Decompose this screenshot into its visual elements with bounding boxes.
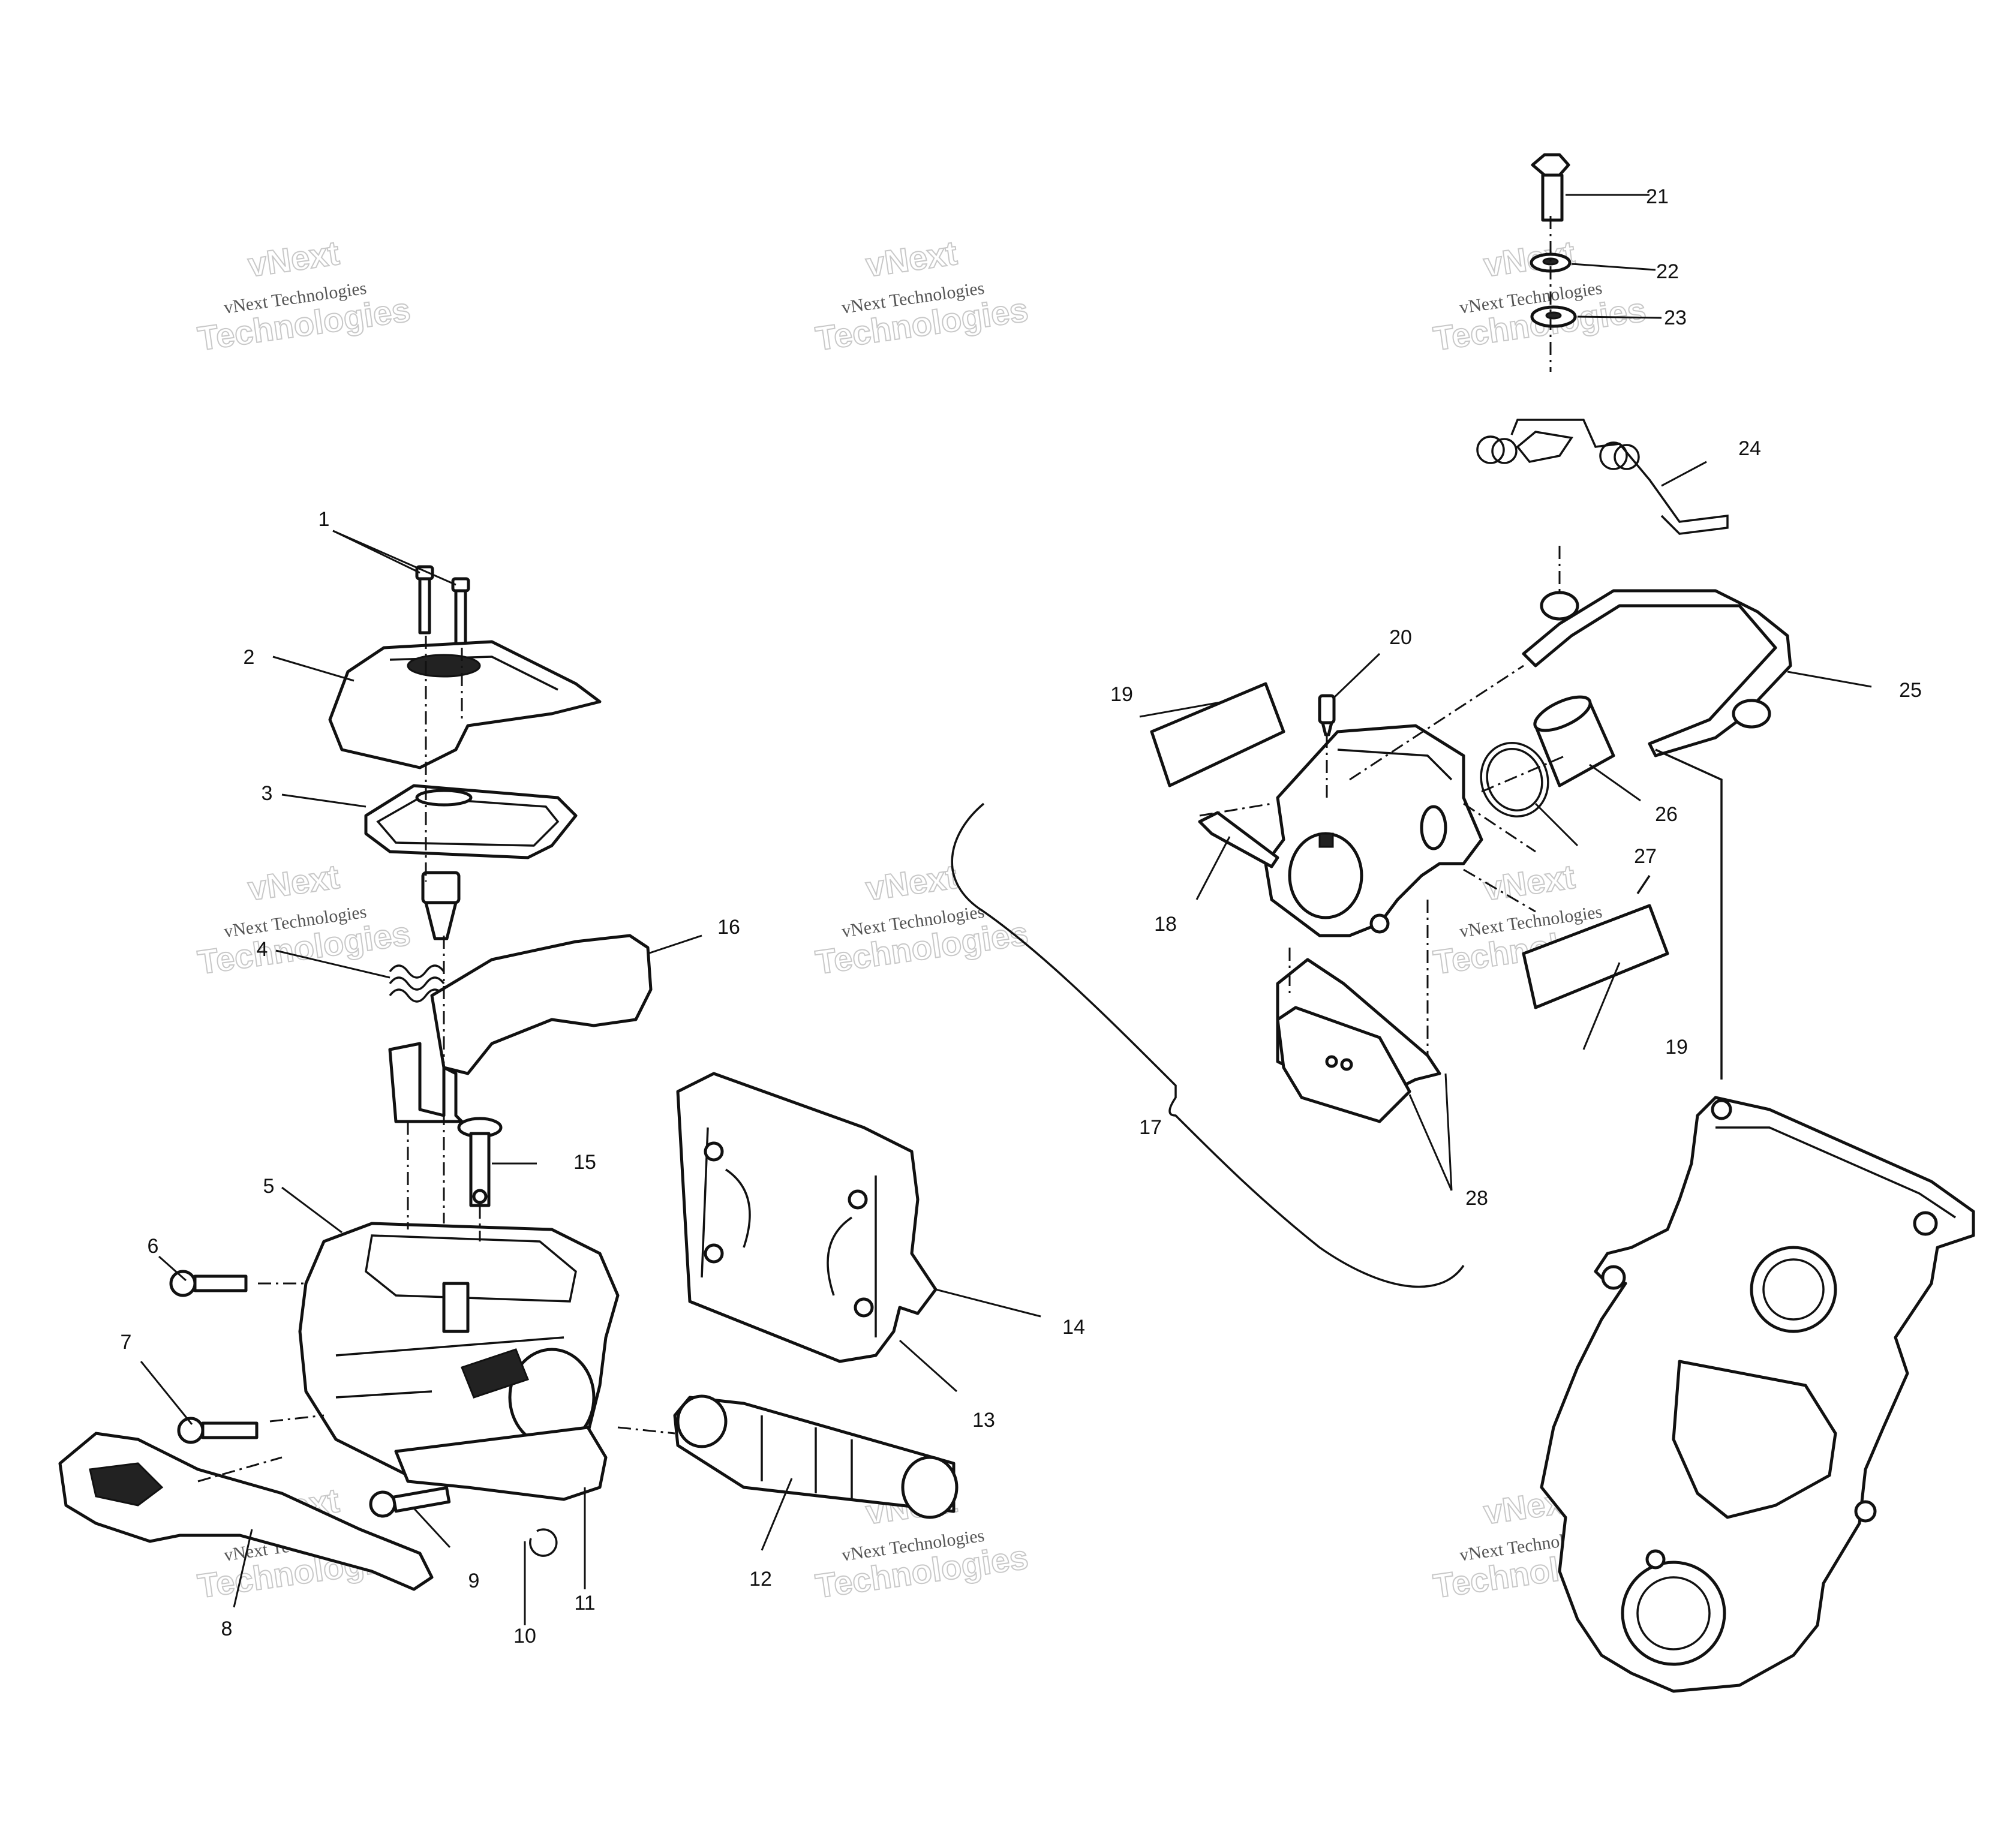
part-16-throttle-lever	[388, 934, 653, 1123]
watermark-big-1: vNext	[1482, 858, 1578, 908]
part-9-screw	[369, 1486, 451, 1518]
watermark-5: vNext Technologies vNext Technologies	[813, 857, 1031, 982]
part-11-lower-housing	[394, 1426, 608, 1501]
watermark-big-1: vNext	[246, 234, 342, 284]
part-24-spring-clip	[1476, 419, 1729, 535]
part-3-gasket	[364, 784, 578, 859]
part-2-cover	[328, 640, 602, 769]
part-10-circlip	[529, 1528, 558, 1557]
callout-8: 8	[221, 1617, 233, 1640]
callout-21: 21	[1646, 185, 1669, 208]
part-4-spring	[389, 964, 445, 1003]
part-23-washer	[1530, 305, 1577, 328]
plunger	[421, 871, 461, 940]
callout-9: 9	[468, 1570, 480, 1592]
callout-14: 14	[1062, 1316, 1085, 1339]
part-25-bracket	[1522, 589, 1792, 757]
callout-4: 4	[257, 938, 268, 961]
part-5-main-housing	[298, 1222, 620, 1483]
part-20-bleeder	[1318, 694, 1336, 736]
callout-labels: 1 2 3 4 5 6 7 8 9 10 11 12 13 14 15 16 1…	[121, 185, 1922, 1647]
watermark-3: vNext Technologies vNext Technologies	[1431, 233, 1649, 358]
part-19-shim-upper	[1150, 682, 1285, 787]
watermark-big-1: vNext	[864, 858, 960, 908]
callout-10: 10	[513, 1625, 536, 1647]
callout-13: 13	[972, 1409, 995, 1432]
callout-12: 12	[749, 1568, 772, 1591]
callout-3: 3	[262, 782, 273, 805]
callout-26: 26	[1655, 803, 1678, 826]
callout-19-lower: 19	[1665, 1036, 1688, 1059]
watermark-4: vNext Technologies vNext Technologies	[195, 857, 413, 982]
watermark-big-1: vNext	[246, 858, 342, 908]
callout-7: 7	[121, 1331, 132, 1354]
part-8-brake-lever	[58, 1432, 434, 1591]
gearcase-housing	[1540, 1096, 1975, 1693]
callout-16: 16	[717, 916, 740, 939]
callout-23: 23	[1664, 306, 1687, 329]
callout-22: 22	[1656, 260, 1679, 283]
part-26-piston	[1533, 695, 1615, 787]
callout-17: 17	[1139, 1116, 1162, 1139]
watermark-big-1: vNext	[864, 234, 960, 284]
bracket-to-housing-line	[1655, 748, 1723, 1080]
part-1-screws	[415, 565, 470, 647]
part-7-screw	[177, 1417, 259, 1444]
callout-5: 5	[263, 1175, 275, 1198]
callout-6: 6	[148, 1235, 159, 1258]
watermark-1: vNext Technologies vNext Technologies	[195, 233, 413, 358]
callout-20: 20	[1389, 626, 1412, 649]
callout-27: 27	[1634, 845, 1657, 868]
caliper-body	[1264, 724, 1483, 937]
part-12-grip-sleeve	[673, 1394, 959, 1519]
callout-11: 11	[574, 1592, 595, 1614]
part-15-pin	[457, 1117, 503, 1207]
callout-24: 24	[1738, 437, 1761, 460]
callout-2: 2	[244, 646, 255, 669]
part-19-shim-lower	[1522, 875, 1669, 1009]
part-21-bolt	[1531, 153, 1570, 222]
leader-lines	[140, 194, 1872, 1625]
callout-18: 18	[1154, 913, 1177, 936]
watermark-2: vNext Technologies vNext Technologies	[813, 233, 1031, 358]
part-13-clamp-housing	[676, 1072, 938, 1363]
part-28-brake-pads	[1276, 958, 1441, 1123]
left-centerlines	[197, 636, 675, 1483]
part-18-pin	[1198, 811, 1279, 868]
caliper-centerlines	[1199, 216, 1566, 1056]
callout-28: 28	[1465, 1187, 1488, 1210]
callout-19-upper: 19	[1110, 683, 1133, 706]
part-6-screw	[169, 1270, 248, 1297]
callout-1: 1	[319, 508, 330, 531]
group-17-bracket	[951, 802, 1465, 1288]
callout-15: 15	[573, 1151, 596, 1174]
callout-25: 25	[1899, 679, 1922, 702]
